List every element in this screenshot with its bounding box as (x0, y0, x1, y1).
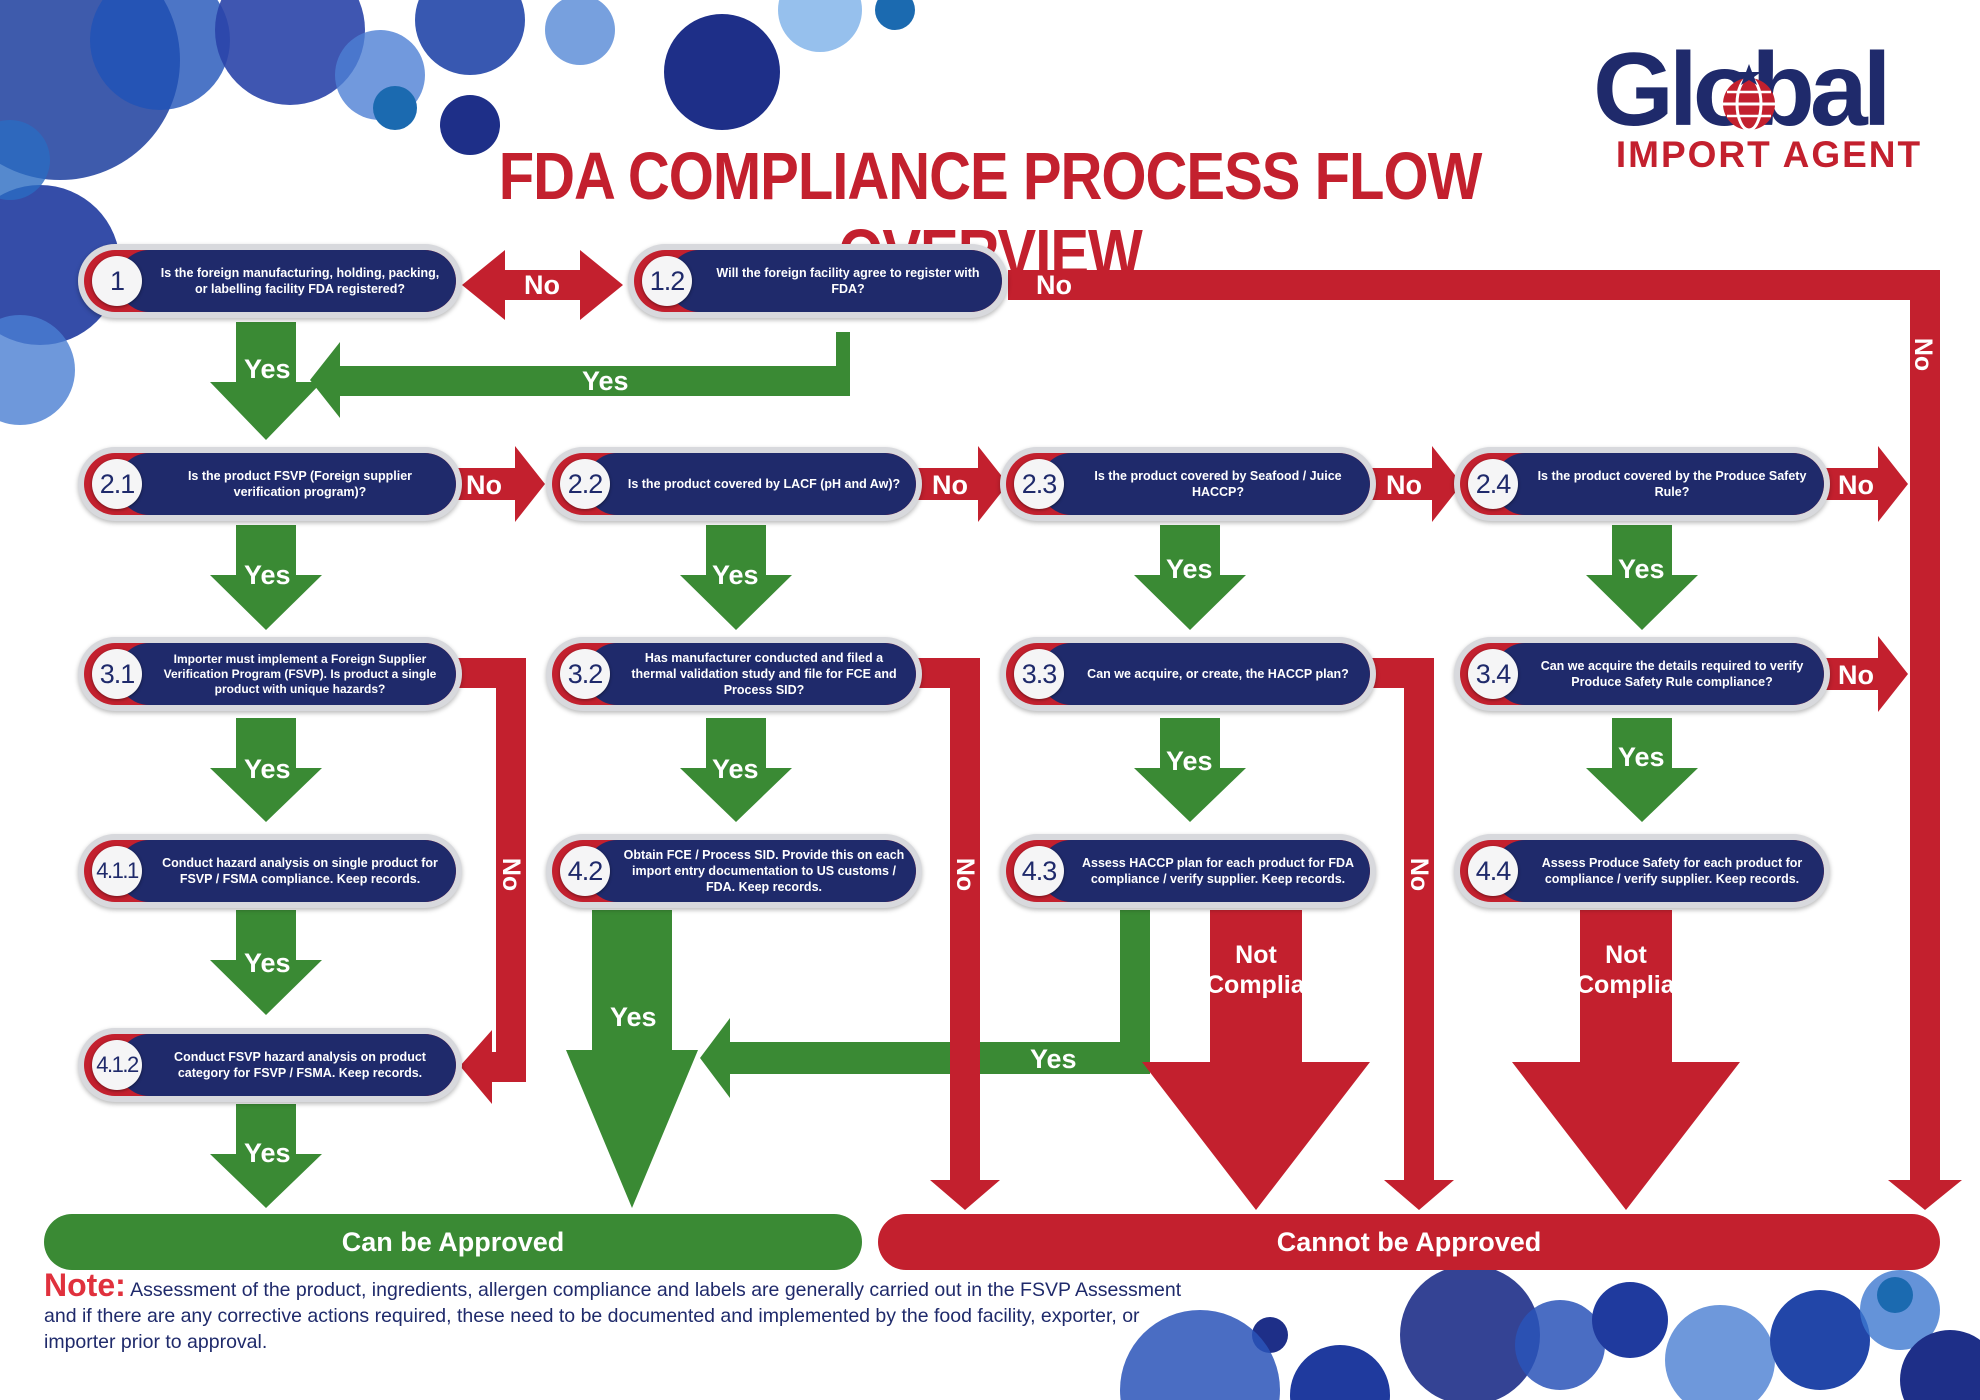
label-yes: Yes (1166, 554, 1213, 584)
node-1: 1 Is the foreign manufacturing, holding,… (78, 244, 462, 318)
node-number: 4.4 (1468, 846, 1518, 896)
label-no: No (1036, 270, 1072, 300)
node-number: 3.1 (92, 649, 142, 699)
note-text: Assessment of the product, ingredients, … (44, 1279, 1182, 1353)
label-no: No (1909, 337, 1938, 372)
node-step: Assess HACCP plan for each product for F… (1081, 856, 1355, 886)
node-3-1: 3.1 Importer must implement a Foreign Su… (78, 637, 462, 711)
node-number: 2.3 (1014, 459, 1064, 509)
node-4-1-1: 4.1.1 Conduct hazard analysis on single … (78, 834, 462, 908)
label-not-compliant: Not Compliant (1206, 941, 1329, 999)
node-number: 2.4 (1468, 459, 1518, 509)
node-step: Obtain FCE / Process SID. Provide this o… (623, 848, 905, 894)
node-number: 1 (92, 256, 142, 306)
label-yes: Yes (244, 754, 291, 784)
node-number: 2.2 (560, 459, 610, 509)
label-yes: Yes (712, 560, 759, 590)
label-no: No (466, 470, 502, 500)
note-label: Note: (44, 1267, 126, 1303)
label-no: No (932, 470, 968, 500)
node-question: Can we acquire the details required to v… (1540, 659, 1804, 689)
node-number: 4.3 (1014, 846, 1064, 896)
label-yes: Yes (244, 948, 291, 978)
node-3-3: 3.3 Can we acquire, or create, the HACCP… (1000, 637, 1376, 711)
label-yes: Yes (582, 366, 629, 396)
node-step: Conduct FSVP hazard analysis on product … (174, 1050, 426, 1080)
label-no: No (1838, 470, 1874, 500)
node-number: 4.1.1 (92, 846, 142, 896)
label-yes: Yes (1618, 554, 1665, 584)
node-step: Conduct hazard analysis on single produc… (162, 856, 438, 886)
globe-icon (1723, 64, 1775, 132)
node-number: 4.1.2 (92, 1040, 142, 1090)
node-step: Assess Produce Safety for each product f… (1541, 856, 1803, 886)
node-number: 1.2 (642, 256, 692, 306)
logo-tagline: IMPORT AGENT (1615, 134, 1923, 175)
node-2-2: 2.2 Is the product covered by LACF (pH a… (546, 447, 922, 521)
node-number: 2.1 (92, 459, 142, 509)
node-question: Importer must implement a Foreign Suppli… (163, 651, 437, 696)
label-yes: Yes (712, 754, 759, 784)
company-logo: Global IMPORT AGENT (1585, 38, 1945, 178)
node-number: 3.2 (560, 649, 610, 699)
label-yes: Yes (1030, 1044, 1077, 1074)
node-4-4: 4.4 Assess Produce Safety for each produ… (1454, 834, 1830, 908)
node-number: 3.4 (1468, 649, 1518, 699)
outcome-approved: Can be Approved (44, 1214, 862, 1270)
label-no: No (1386, 470, 1422, 500)
node-3-4: 3.4 Can we acquire the details required … (1454, 637, 1830, 711)
node-2-1: 2.1 Is the product FSVP (Foreign supplie… (78, 447, 462, 521)
label-yes: Yes (244, 560, 291, 590)
label-no: No (1405, 857, 1434, 892)
node-question: Is the product covered by Seafood / Juic… (1094, 469, 1342, 499)
node-1-2: 1.2 Will the foreign facility agree to r… (628, 244, 1008, 318)
node-4-2: 4.2 Obtain FCE / Process SID. Provide th… (546, 834, 922, 908)
label-not-compliant: Not Compliant (1576, 941, 1699, 999)
label-yes: Yes (1618, 742, 1665, 772)
node-question: Can we acquire, or create, the HACCP pla… (1087, 667, 1349, 681)
node-3-2: 3.2 Has manufacturer conducted and filed… (546, 637, 922, 711)
outcome-approved-label: Can be Approved (341, 1226, 565, 1257)
node-2-3: 2.3 Is the product covered by Seafood / … (1000, 447, 1376, 521)
label-yes: Yes (1166, 746, 1213, 776)
footnote: Note: Assessment of the product, ingredi… (44, 1269, 1184, 1355)
node-2-4: 2.4 Is the product covered by the Produc… (1454, 447, 1830, 521)
node-question: Is the product covered by the Produce Sa… (1537, 469, 1807, 499)
node-question: Will the foreign facility agree to regis… (716, 266, 980, 296)
label-no: No (1838, 660, 1874, 690)
node-question: Has manufacturer conducted and filed a t… (631, 651, 897, 697)
node-4-1-2: 4.1.2 Conduct FSVP hazard analysis on pr… (78, 1028, 462, 1102)
label-yes: Yes (244, 1138, 291, 1168)
node-number: 4.2 (560, 846, 610, 896)
outcome-not-approved-label: Cannot be Approved (1276, 1226, 1542, 1257)
label-no: No (497, 857, 526, 892)
node-question: Is the foreign manufacturing, holding, p… (160, 266, 440, 296)
label-no: No (524, 270, 560, 300)
node-question: Is the product FSVP (Foreign supplier ve… (187, 469, 413, 499)
label-yes: Yes (244, 354, 291, 384)
label-yes: Yes (610, 1002, 657, 1032)
label-no: No (951, 857, 980, 892)
node-4-3: 4.3 Assess HACCP plan for each product f… (1000, 834, 1376, 908)
node-question: Is the product covered by LACF (pH and A… (627, 477, 901, 491)
outcome-not-approved: Cannot be Approved (878, 1214, 1940, 1270)
node-number: 3.3 (1014, 649, 1064, 699)
